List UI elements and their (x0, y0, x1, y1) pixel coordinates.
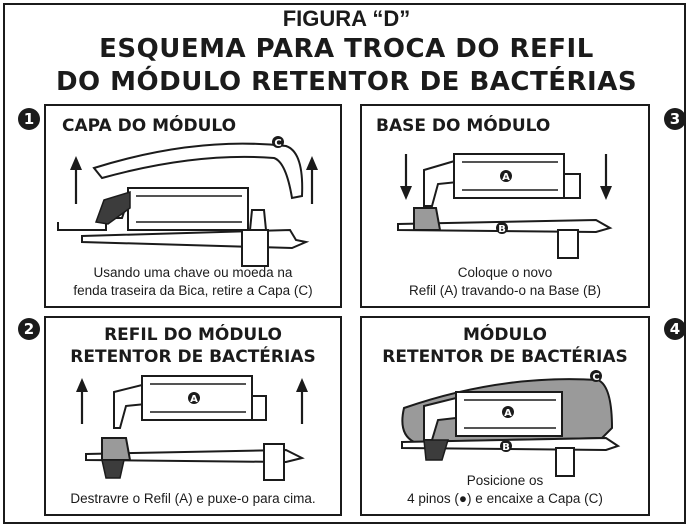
step-number-3-badge: 3 (664, 108, 686, 130)
callout-a-marker (188, 392, 200, 404)
cover-shell (92, 142, 304, 200)
step-4-caption-line-1: Posicione os (466, 473, 544, 488)
figure-frame (3, 3, 686, 524)
step-3-caption-line-1: Coloque o novo (457, 265, 553, 280)
step-3-panel: BASE DO MÓDULO A B Coloque o novo Refil … (360, 104, 650, 308)
outlet-pipe (263, 443, 285, 481)
step-2-panel: REFIL DO MÓDULO RETENTOR DE BACTÉRIAS A … (44, 316, 342, 516)
spout-tip (423, 439, 450, 461)
outlet-pipe (555, 447, 575, 477)
callout-c-label: C (592, 372, 599, 383)
step-4-illustration: A B C (401, 370, 621, 477)
step-1-caption-line-1: Usando uma chave ou moeda na (93, 265, 293, 280)
step-1-caption: Usando uma chave ou moeda na fenda trase… (46, 264, 340, 300)
step-4-caption-line-2: 4 pinos (●) e encaixe a Capa (C) (407, 491, 603, 506)
base-plate (85, 448, 305, 464)
step-3-caption-line-2: Refil (A) travando-o na Base (B) (408, 283, 602, 298)
step-2-title-line-2: RETENTOR DE BACTÉRIAS (70, 347, 316, 367)
spout-tip (101, 459, 125, 479)
step-4-panel: MÓDULO RETENTOR DE BACTÉRIAS A B C Posic… (360, 316, 650, 516)
arrow-up-left-head (70, 156, 82, 170)
arrow-down-right-head (600, 186, 612, 200)
step-1-title: CAPA DO MÓDULO (62, 116, 237, 136)
step-2-caption: Destravre o Refil (A) e puxe-o para cima… (46, 490, 340, 508)
step-1-caption-line-2: fenda traseira da Bica, retire a Capa (C… (73, 283, 313, 298)
arrow-down-left-head (400, 186, 412, 200)
arrow-up-right-head (306, 156, 318, 170)
callout-b-marker (496, 222, 508, 234)
step-3-title: BASE DO MÓDULO (376, 116, 551, 136)
base-socket (413, 207, 442, 231)
step-3-caption: Coloque o novo Refil (A) travando-o na B… (362, 264, 648, 300)
refill-handle (423, 158, 459, 207)
step-number-4-badge: 4 (664, 318, 686, 340)
step-2-caption-line-1: Destravre o Refil (A) e puxe-o para cima… (70, 491, 316, 506)
step-3-illustration: A B (397, 153, 613, 259)
step-1-panel: CAPA DO MÓDULO C Usando uma chave ou moe… (44, 104, 342, 308)
step-2-illustration: A (76, 375, 308, 481)
figure-label: FIGURA “D” (282, 6, 411, 31)
callout-a-label: A (190, 394, 198, 405)
callout-a-label: A (502, 172, 510, 183)
refill-body (127, 187, 249, 231)
lever (94, 190, 131, 225)
callout-a-marker (502, 406, 514, 418)
arrow-up-right-head (296, 378, 308, 392)
callout-b-label: B (498, 224, 506, 235)
callout-c-marker (272, 136, 284, 148)
step-number-1-badge: 1 (18, 108, 40, 130)
arrow-up-left-head (76, 378, 88, 392)
callout-b-marker (500, 440, 512, 452)
refill-nozzle (563, 173, 581, 199)
step-1-illustration: C (57, 136, 318, 267)
step-4-title-line-2: RETENTOR DE BACTÉRIAS (382, 347, 628, 367)
callout-c-marker (590, 370, 602, 382)
callout-a-marker (500, 170, 512, 182)
step-number-2-badge: 2 (18, 318, 40, 340)
base-plate (81, 228, 310, 250)
figure-title-line-2: DO MÓDULO RETENTOR DE BACTÉRIAS (55, 67, 638, 97)
outlet-pipe (241, 229, 269, 267)
step-4-caption: Posicione os 4 pinos (●) e encaixe a Cap… (362, 472, 648, 508)
callout-b-label: B (502, 442, 510, 453)
outlet-pipe (557, 229, 579, 259)
figure-title-line-1: ESQUEMA PARA TROCA DO REFIL (99, 34, 594, 64)
callout-a-label: A (504, 408, 512, 419)
base-socket (101, 437, 132, 461)
step-2-title-line-1: REFIL DO MÓDULO (104, 325, 282, 345)
callout-c-label: C (274, 138, 281, 149)
refill-nozzle (251, 395, 267, 421)
step-4-title-line-1: MÓDULO (463, 325, 547, 345)
connector-nozzle (248, 209, 268, 231)
